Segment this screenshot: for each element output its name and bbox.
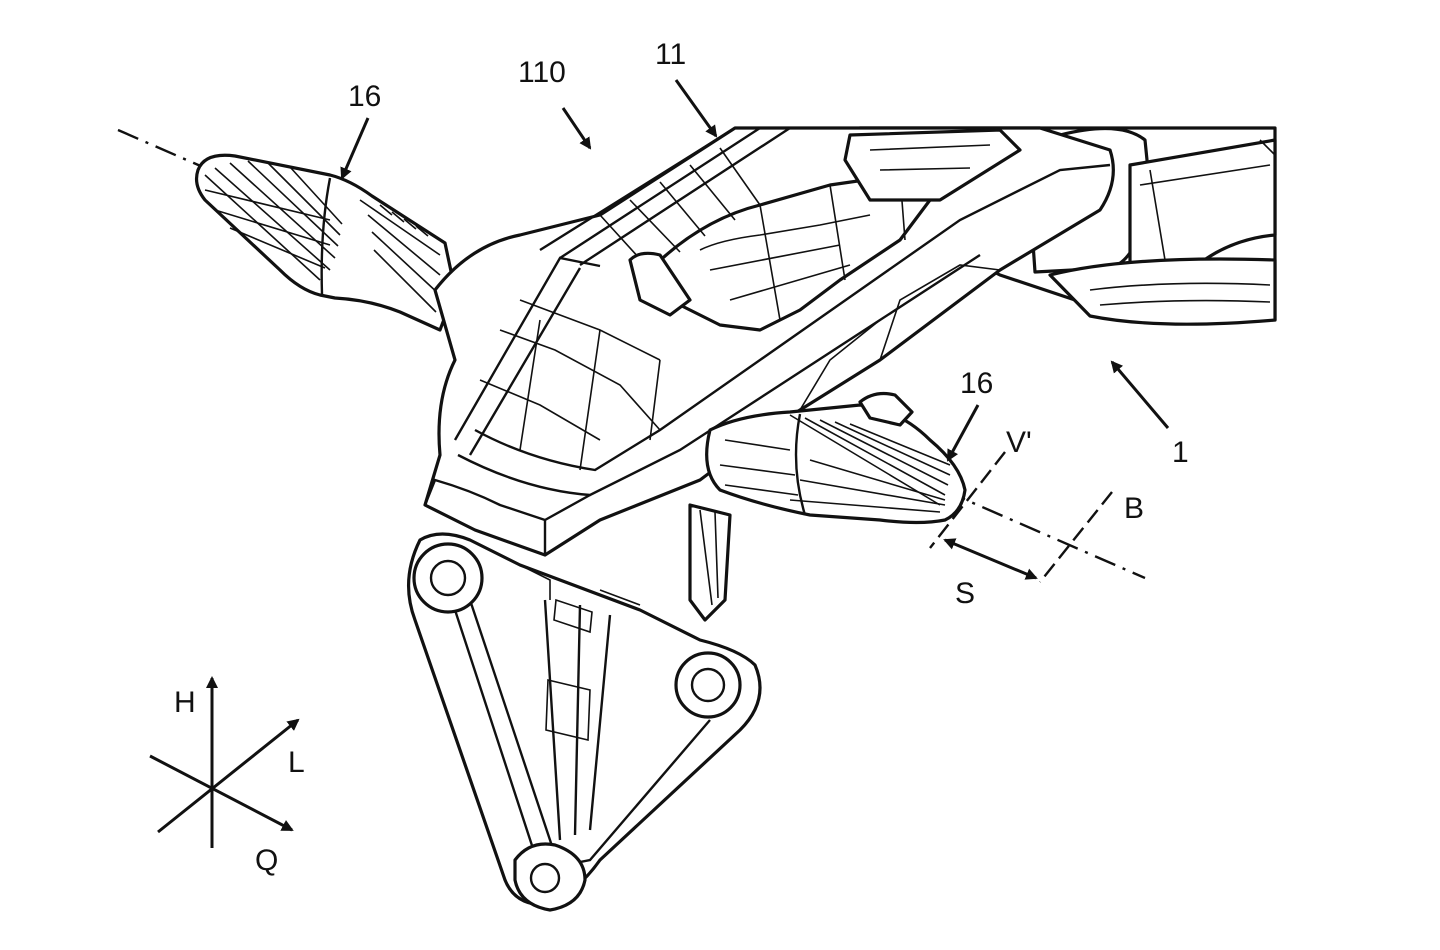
plane-b-line: [1039, 491, 1113, 583]
centerline-axis: [117, 128, 1146, 580]
axis-q-label: Q: [255, 844, 278, 877]
axis-l-label: L: [288, 746, 305, 779]
leader-11: [674, 79, 718, 138]
leader-110: [561, 107, 592, 150]
left-nozzle: [194, 153, 457, 332]
axis-h-label: H: [174, 686, 196, 719]
label-1: 1: [1172, 436, 1189, 469]
label-110: 110: [518, 56, 566, 89]
mounting-bracket: [407, 503, 762, 912]
distance-s-arrow: [943, 538, 1038, 580]
label-s: S: [955, 577, 975, 610]
main-body: [423, 126, 1115, 557]
label-b: B: [1124, 492, 1144, 525]
right-nozzle: [705, 391, 967, 525]
label-16-right: 16: [960, 367, 993, 400]
leader-1: [1110, 360, 1170, 429]
label-16-left: 16: [348, 80, 381, 113]
axes-legend: H L Q: [149, 676, 305, 877]
plane-v-line: [929, 451, 1006, 549]
label-11: 11: [655, 38, 686, 71]
axis-q-arrow: [149, 754, 294, 832]
leader-16-right: [946, 404, 980, 462]
label-v: V': [1006, 426, 1032, 459]
leader-16-left: [340, 117, 370, 180]
axis-l-arrow: [157, 718, 300, 834]
